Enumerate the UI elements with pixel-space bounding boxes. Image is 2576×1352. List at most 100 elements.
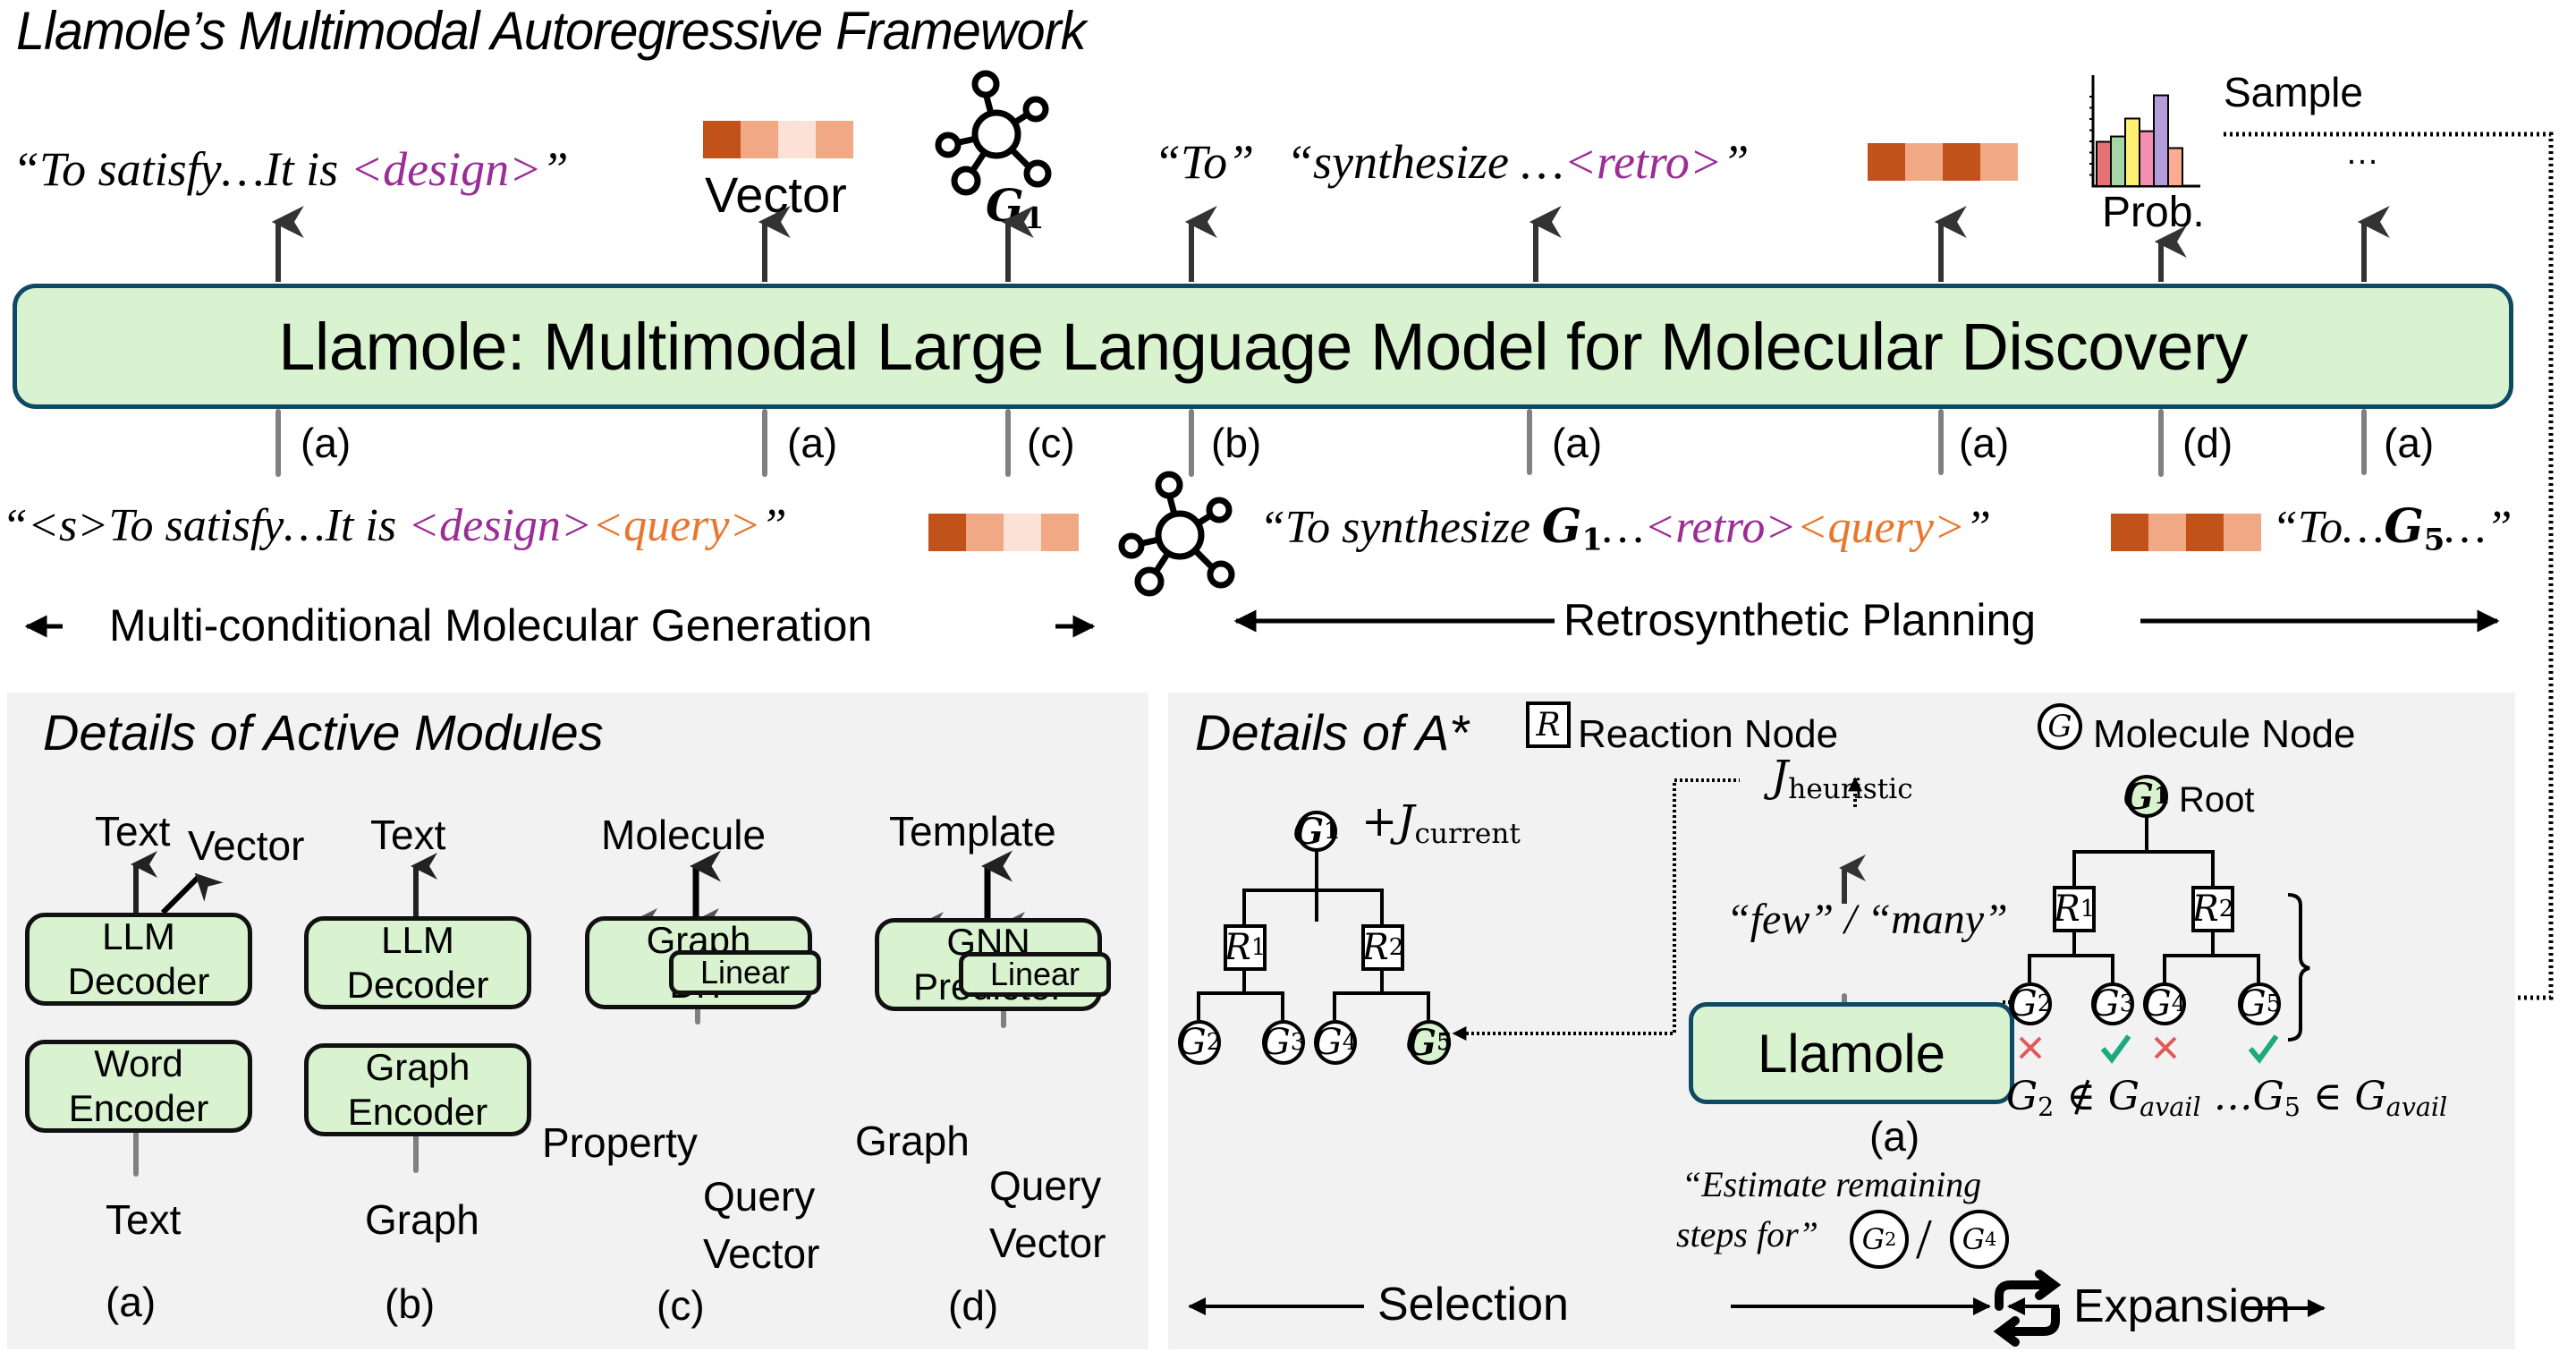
output-text-synthesize: “synthesize …<retro>” [1286,134,1749,190]
figure-title: Llamole’s Multimodal Autoregressive Fram… [16,1,1087,61]
module-c-tag: (c) [657,1282,705,1329]
llamole-box: Llamole [1689,1002,2014,1104]
module-a-output-text: Text [95,808,171,855]
vector-cell [1004,514,1041,551]
input-text: “To… [2272,502,2385,553]
module-d-tag: (d) [948,1282,999,1329]
estimate-text-line2: steps for” [1676,1214,1818,1254]
right-tree-edges [2028,816,2260,982]
module-d-input-query: Query [989,1162,1102,1209]
input-sequence-design: “<s>To satisfy…It is <design><query>” [2,499,787,552]
module-tag: (a) [1552,420,1603,466]
query-vector-icon [928,514,1079,551]
module-tag: (a) [301,420,352,466]
module-tag: (d) [2182,420,2233,466]
module-c-output: Molecule [601,812,767,858]
availability-marks [2019,1034,2279,1064]
module-tag: (a) [1959,420,2010,466]
j-heuristic-label: Jheuristic [1771,752,1913,805]
vector-cell [966,514,1004,551]
module-tag: (a) [787,420,838,466]
vector-cell [1905,143,1943,181]
box-line: Decoder [67,960,210,1002]
output-text-suffix: ” [541,142,569,196]
box-line: Word [94,1042,183,1084]
active-modules-title: Details of Active Modules [43,704,604,761]
few-many-label: “few” / “many” [1726,896,2008,943]
module-a-vector-arrow [160,872,224,915]
output-text-to: “To” [1154,135,1255,189]
box-line: Decoder [346,964,489,1006]
output-text-prefix: “synthesize … [1286,135,1564,189]
input-text: “<s>To satisfy…It is [2,500,409,551]
llamole-label: Llamole [1757,1023,1946,1084]
vector-cell [778,121,816,158]
expansion-brace [2287,893,2310,1042]
active-modules-panel [7,693,1148,1349]
query-token: <query> [1796,502,1966,553]
input-sequence-continue: “To…G5…” [2272,499,2512,557]
input-text: ” [760,500,787,551]
section-label-generation: Multi-conditional Molecular Generation [104,599,878,651]
selection-label: Selection [1377,1279,1569,1331]
estimate-slash: / [1916,1207,1932,1271]
module-tag: (c) [1027,420,1075,466]
graph-subscript: 5 [2423,521,2445,557]
prob-chart-bar [2153,94,2169,188]
vector-cell [1980,143,2018,181]
output-text-suffix: ” [1722,135,1750,189]
prob-label: Prob. [2102,189,2205,236]
box-line: LLM [102,915,175,957]
phase-arrows [1188,1297,2326,1317]
llamole-main-model: Llamole: Multimodal Large Language Model… [13,284,2513,409]
vector-cell [2111,514,2148,551]
linear-box: Linear [959,952,1111,997]
module-c-input-vector: Vector [703,1230,820,1277]
llamole-tag: (a) [1869,1113,1920,1160]
retro-token: <retro> [1644,502,1797,553]
probability-chart-icon [2089,75,2200,188]
check-icon [2248,1034,2279,1064]
cross-icon [2154,1036,2177,1059]
module-a-input: Text [106,1196,182,1243]
prob-chart-bar [2167,147,2183,187]
vector-cell [1041,514,1079,551]
vector-cell [1868,143,1905,181]
module-a-tag: (a) [106,1279,157,1325]
query-token: <query> [592,500,761,551]
input-text: “To synthesize [1259,502,1542,553]
input-text: … [1602,502,1645,553]
legend-molecule-label: Molecule Node [2093,712,2356,756]
input-text: …” [2445,502,2512,553]
retro-token: <retro> [1563,135,1723,189]
module-b-input: Graph [365,1196,479,1243]
vector-cell [2186,514,2224,551]
module-c-input-query: Query [703,1173,816,1220]
sample-label: Sample [2224,69,2363,115]
legend-reaction-symbol: R [1526,702,1571,748]
vector-output-icon-2 [1868,143,2018,181]
box-line: Encoder [347,1091,488,1133]
vector-cell [703,121,741,158]
j-current-label: +Jcurrent [1361,796,1521,850]
module-b-output-text: Text [370,812,446,858]
astar-title: Details of A* [1195,704,1470,761]
module-tag: (b) [1211,420,1262,466]
graph-symbol: G [1541,499,1582,554]
expansion-label: Expansion [2073,1280,2291,1332]
input-sequence-retro: “To synthesize G1…<retro><query>” [1259,499,1991,557]
output-text-design: “To satisfy…It is <design>” [13,141,569,197]
